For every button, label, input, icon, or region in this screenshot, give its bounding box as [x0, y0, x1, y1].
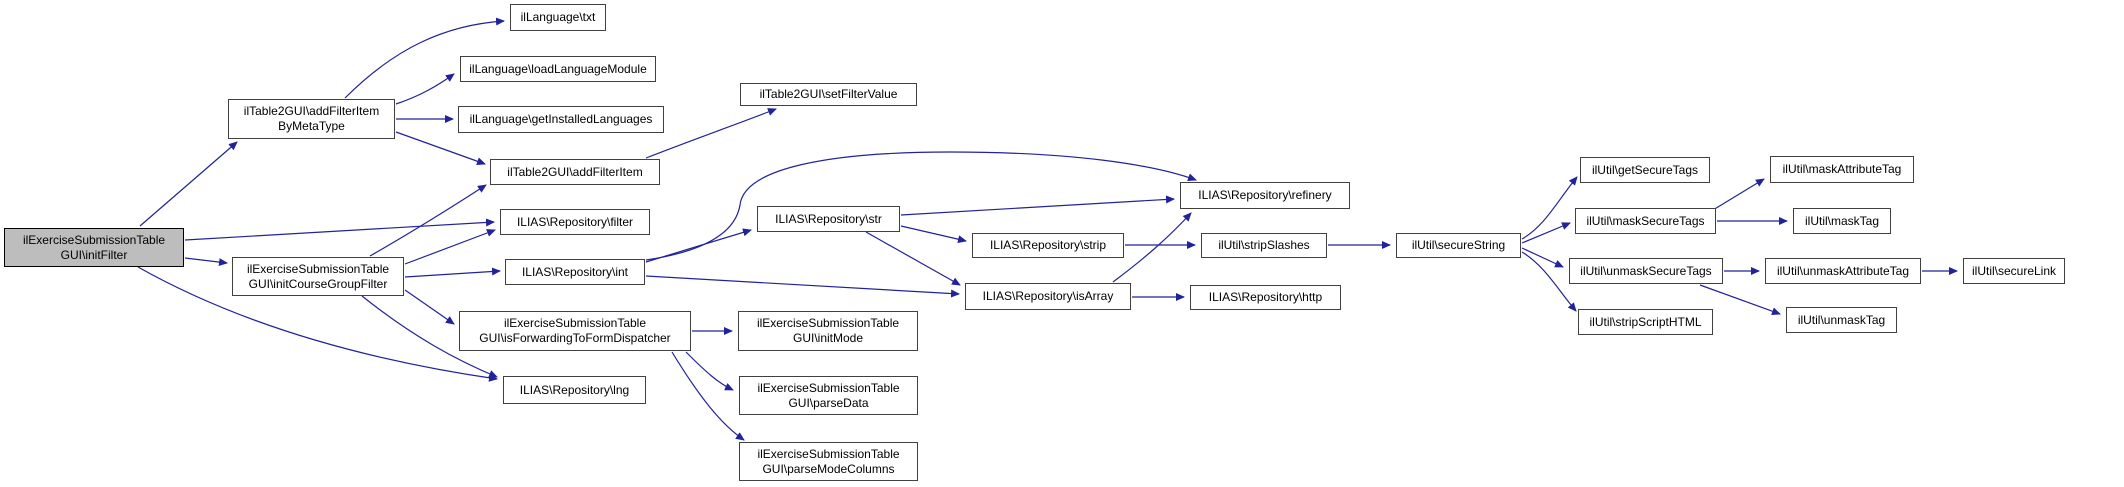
edge-initFilter-to-filter: [184, 218, 495, 241]
graph-node-getInstalledLanguages[interactable]: ilLanguage\getInstalledLanguages: [458, 106, 664, 133]
graph-node-unmaskAttributeTag[interactable]: ilUtil\unmaskAttributeTag: [1765, 258, 1921, 284]
edge-str-to-strip: [900, 225, 967, 244]
edge-initCourseGroupFilter-to-lng: [361, 295, 498, 378]
graph-node-stripScriptHTML[interactable]: ilUtil\stripScriptHTML: [1578, 309, 1713, 335]
edge-unmaskSecureTags-to-unmaskTag: [1699, 284, 1781, 316]
graph-node-strip[interactable]: ILIAS\Repository\strip: [972, 233, 1124, 258]
graph-node-secureString[interactable]: ilUtil\secureString: [1396, 233, 1521, 258]
edge-initCourseGroupFilter-to-isForwardingToFormDispatcher: [404, 289, 455, 325]
edge-initFilter-to-initCourseGroupFilter: [184, 257, 228, 267]
graph-node-parseModeColumns[interactable]: ilExerciseSubmissionTable GUI\parseModeC…: [739, 442, 918, 481]
graph-node-refinery[interactable]: ILIAS\Repository\refinery: [1180, 182, 1350, 209]
graph-node-initFilter[interactable]: ilExerciseSubmissionTable GUI\initFilter: [4, 228, 184, 267]
edge-maskSecureTags-to-maskAttributeTag: [1712, 178, 1765, 211]
graph-node-loadLanguageModule[interactable]: ilLanguage\loadLanguageModule: [460, 56, 656, 82]
edge-isArray-to-refinery: [1112, 212, 1192, 283]
graph-node-parseData[interactable]: ilExerciseSubmissionTable GUI\parseData: [739, 376, 918, 415]
graph-node-initCourseGroupFilter[interactable]: ilExerciseSubmissionTable GUI\initCourse…: [232, 257, 404, 296]
graph-node-maskAttributeTag[interactable]: ilUtil\maskAttributeTag: [1770, 156, 1914, 183]
edge-addFilterItemByMetaType-to-loadLanguageModule: [395, 73, 455, 105]
graph-node-getSecureTags[interactable]: ilUtil\getSecureTags: [1580, 157, 1710, 183]
edge-initFilter-to-lng: [137, 266, 498, 382]
edge-initCourseGroupFilter-to-addFilterItem: [369, 184, 487, 257]
graph-node-addFilterItemByMetaType[interactable]: ilTable2GUI\addFilterItem ByMetaType: [228, 99, 395, 139]
graph-node-filter[interactable]: ILIAS\Repository\filter: [500, 209, 650, 235]
edge-initFilter-to-addFilterItemByMetaType: [139, 141, 238, 227]
edge-str-to-refinery: [900, 195, 1175, 216]
edge-group: [137, 17, 1958, 441]
graph-node-maskSecureTags[interactable]: ilUtil\maskSecureTags: [1575, 208, 1716, 234]
graph-node-lng[interactable]: ILIAS\Repository\lng: [503, 376, 646, 404]
edge-addFilterItemByMetaType-to-addFilterItem: [395, 131, 486, 166]
graph-node-http[interactable]: ILIAS\Repository\http: [1190, 285, 1341, 310]
edge-int-to-refinery: [645, 151, 1197, 261]
graph-node-isForwardingToFormDispatcher[interactable]: ilExerciseSubmissionTable GUI\isForwardi…: [459, 311, 691, 351]
graph-node-unmaskTag[interactable]: ilUtil\unmaskTag: [1786, 307, 1897, 333]
edge-addFilterItem-to-setFilterValue: [645, 108, 777, 159]
graph-node-txt[interactable]: ilLanguage\txt: [510, 4, 606, 31]
edge-secureString-to-getSecureTags: [1521, 176, 1578, 240]
edge-isForwardingToFormDispatcher-to-parseData: [685, 351, 734, 391]
edge-initCourseGroupFilter-to-int: [404, 267, 501, 278]
graph-node-str[interactable]: ILIAS\Repository\str: [757, 206, 900, 232]
graph-node-unmaskSecureTags[interactable]: ilUtil\unmaskSecureTags: [1569, 258, 1723, 284]
graph-node-isArray[interactable]: ILIAS\Repository\isArray: [965, 283, 1131, 310]
edge-int-to-isArray: [645, 275, 960, 298]
edge-initCourseGroupFilter-to-filter: [404, 229, 496, 265]
edge-isForwardingToFormDispatcher-to-parseModeColumns: [671, 351, 745, 441]
graph-node-stripSlashes[interactable]: ilUtil\stripSlashes: [1201, 233, 1327, 258]
graph-node-int[interactable]: ILIAS\Repository\int: [505, 259, 645, 285]
edge-secureString-to-stripScriptHTML: [1521, 251, 1577, 312]
graph-node-setFilterValue[interactable]: ilTable2GUI\setFilterValue: [740, 83, 917, 106]
edge-secureString-to-unmaskSecureTags: [1521, 247, 1564, 268]
edge-addFilterItemByMetaType-to-txt: [344, 17, 505, 99]
graph-node-maskTag[interactable]: ilUtil\maskTag: [1793, 208, 1891, 234]
edge-str-to-isArray: [865, 231, 961, 286]
edge-secureString-to-maskSecureTags: [1521, 222, 1571, 244]
graph-node-addFilterItem[interactable]: ilTable2GUI\addFilterItem: [490, 159, 660, 185]
graph-node-initMode[interactable]: ilExerciseSubmissionTable GUI\initMode: [738, 311, 918, 351]
graph-node-secureLink[interactable]: ilUtil\secureLink: [1963, 258, 2065, 284]
